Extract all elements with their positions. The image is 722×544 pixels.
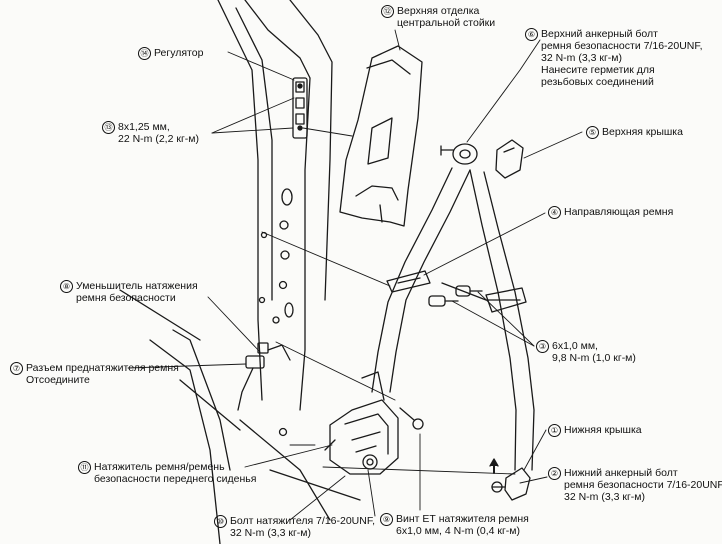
callout-number: ⑦: [10, 362, 23, 375]
callout-number: ④: [548, 206, 561, 219]
callout-text: Верхний анкерный болт: [541, 28, 658, 40]
callout-text: Винт ЕТ натяжителя ремня: [396, 513, 529, 525]
callout-text: 32 N-m (3,3 кг-м): [230, 527, 311, 539]
callout-number: ⑪: [78, 461, 91, 474]
callout-text: Нижняя крышка: [564, 424, 642, 436]
callout-text: Отсоедините: [26, 374, 90, 386]
regulator: [292, 77, 308, 139]
callout-text: 9,8 N-m (1,0 кг-м): [552, 352, 636, 364]
upper-cover: [495, 139, 524, 179]
callout-number: ⑥: [525, 28, 538, 41]
retractor-assembly: [324, 371, 399, 475]
callout-number: ⑫: [381, 5, 394, 18]
lower-anchor-bolt: [489, 458, 506, 493]
leader-lines: [127, 29, 583, 521]
callout-number: ③: [536, 340, 549, 353]
callout-text: Болт натяжителя 7/16-20UNF,: [230, 515, 376, 527]
callout-text: Верхняя крышка: [602, 126, 683, 138]
callout-number: ⑩: [214, 515, 227, 528]
callout-text: резьбовых соединений: [541, 76, 654, 88]
callout-number: ⑤: [586, 126, 599, 139]
callout-text: ремня безопасности 7/16-20UNF,: [541, 40, 703, 52]
callout-text: Натяжитель ремня/ремень: [94, 461, 225, 473]
belt-guide: [386, 270, 431, 293]
callout-text: Нижний анкерный болт: [564, 467, 678, 479]
et-screw: [399, 407, 424, 430]
callout-number: ⑭: [138, 47, 151, 60]
callout-text: ремня безопасности 7/16-20UNF,: [564, 479, 722, 491]
callout-number: ⑧: [60, 280, 73, 293]
b-pillar-body: [119, 0, 361, 544]
callout-text: 22 N-m (2,2 кг-м): [118, 133, 199, 145]
callout-text: Нанесите герметик для: [541, 64, 655, 76]
callout-text: 32 N-m (3,3 кг-м): [541, 52, 622, 64]
callout-text: 8x1,25 мм,: [118, 121, 170, 133]
callout-text: Направляющая ремня: [564, 206, 674, 218]
callout-number: ①: [548, 424, 561, 437]
callout-number: ②: [548, 467, 561, 480]
belt-webbing: [371, 167, 535, 471]
callout-number: ⑨: [380, 513, 393, 526]
upper-anchor-bolt: [440, 143, 478, 165]
guide-bolts: [428, 285, 483, 307]
upper-pillar-trim: [339, 45, 423, 227]
callout-text: Разъем преднатяжителя ремня: [26, 362, 179, 374]
callout-text: 32 N-m (3,3 кг-м): [564, 491, 645, 503]
callout-text: центральной стойки: [397, 17, 496, 29]
lower-cover: [504, 467, 531, 501]
callout-text: 6x1,0 мм, 4 N-m (0,4 кг-м): [396, 525, 521, 537]
callout-text: 6x1,0 мм,: [552, 340, 598, 352]
pretensioner-connector: [237, 342, 269, 411]
callout-text: безопасности переднего сиденья: [94, 473, 257, 485]
callout-number: ⑬: [102, 121, 115, 134]
callout-text: Верхняя отделка: [397, 5, 480, 17]
callout-text: ремня безопасности: [76, 292, 176, 304]
callout-text: Уменьшитель натяжения: [76, 280, 198, 292]
callout-text: Регулятор: [154, 47, 204, 59]
